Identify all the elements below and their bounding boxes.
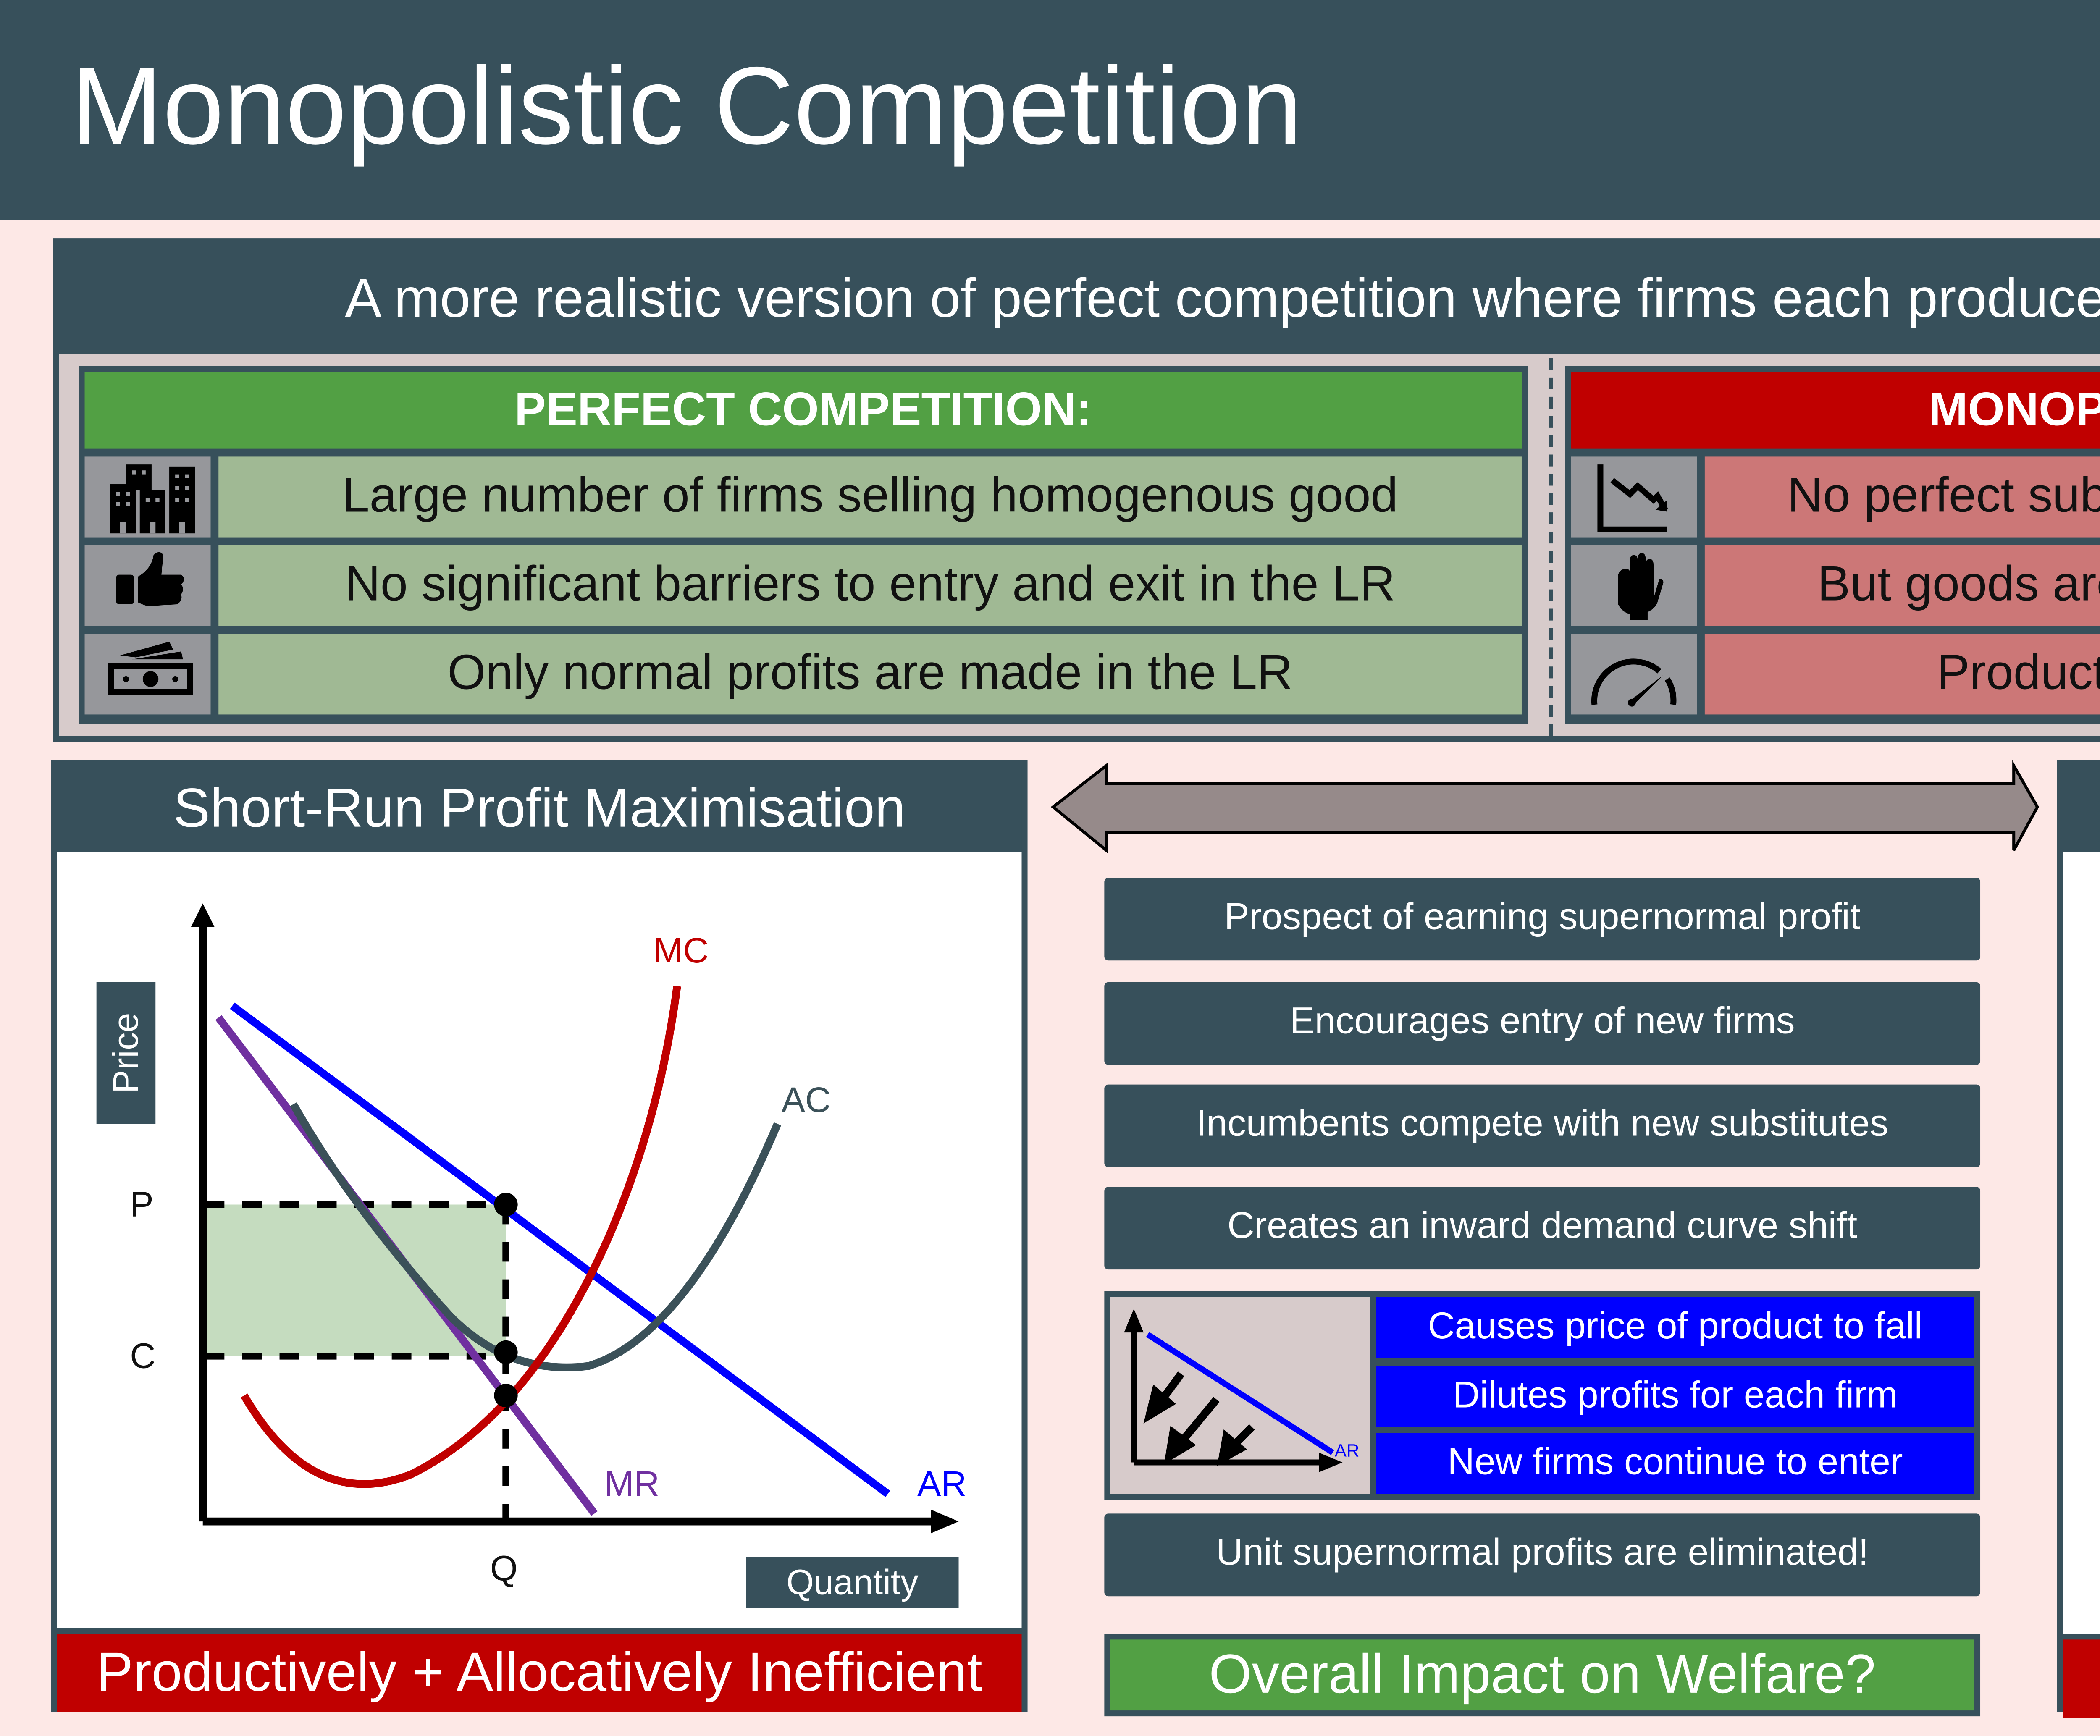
monopolistic-competition-table: MONOPOLISTIC COMPETITION: No perfect sub… bbox=[1565, 366, 2100, 724]
perfect-competition-heading: PERFECT COMPETITION: bbox=[84, 372, 1522, 449]
long-run-footer: Productively + Allocatively Inefficient bbox=[2063, 1634, 2100, 1718]
step-2: Encourages entry of new firms bbox=[1104, 982, 1981, 1065]
double-arrow-icon bbox=[1050, 760, 2039, 854]
step-4: Creates an inward demand curve shift bbox=[1104, 1187, 1981, 1270]
ac-label: AC bbox=[781, 1080, 831, 1120]
mc-row-3: Productively and allocatively inefficien… bbox=[1704, 634, 2100, 715]
pc-row-3: Only normal profits are made in the LR bbox=[218, 634, 1522, 715]
effect-1: Causes price of product to fall bbox=[1376, 1297, 1974, 1358]
declining-chart-icon bbox=[1571, 456, 1697, 538]
mc-row-1: No perfect substitutes – downward slopin… bbox=[1704, 456, 2100, 538]
y-axis-label: Price bbox=[96, 982, 156, 1124]
effect-3: New firms continue to enter bbox=[1376, 1433, 1974, 1494]
effect-2: Dilutes profits for each firm bbox=[1376, 1366, 1974, 1427]
intro-summary: A more realistic version of perfect comp… bbox=[59, 244, 2100, 354]
quantity-q-label: Q bbox=[490, 1549, 518, 1589]
pc-row-2: No significant barriers to entry and exi… bbox=[218, 545, 1522, 626]
long-run-panel: Long-Run Profit Maximisation Price Quant… bbox=[2057, 760, 2100, 1718]
mc-label: MC bbox=[654, 931, 709, 970]
welfare-question-box: Overall Impact on Welfare? bbox=[1104, 1634, 1981, 1717]
long-run-chart bbox=[2063, 766, 2100, 1612]
step-3: Incumbents compete with new substitutes bbox=[1104, 1084, 1981, 1167]
thumbs-up-icon bbox=[84, 545, 211, 626]
result-box: Unit supernormal profits are eliminated! bbox=[1104, 1513, 1981, 1597]
x-axis-label: Quantity bbox=[746, 1557, 959, 1608]
intro-section: A more realistic version of perfect comp… bbox=[53, 238, 2100, 742]
welfare-question: Overall Impact on Welfare? bbox=[1110, 1639, 1974, 1711]
buildings-icon bbox=[84, 456, 211, 538]
page-title: Monopolistic Competition bbox=[71, 43, 1302, 168]
mini-ar-label: AR bbox=[1334, 1440, 1360, 1461]
short-run-chart bbox=[191, 903, 959, 1534]
cost-c-label: C bbox=[130, 1336, 156, 1376]
mr-label: MR bbox=[604, 1464, 660, 1504]
short-run-panel: Short-Run Profit Maximisation Price Quan… bbox=[51, 760, 1028, 1712]
mc-row-2: But goods are imperfect substitutes – co… bbox=[1704, 545, 2100, 626]
step-1: Prospect of earning supernormal profit bbox=[1104, 878, 1981, 961]
dashed-divider bbox=[1549, 358, 1553, 736]
money-icon bbox=[84, 634, 211, 715]
demand-shift-mini-chart: AR bbox=[1110, 1297, 1370, 1494]
price-p-label: P bbox=[130, 1185, 154, 1225]
long-run-title: Long-Run Profit Maximisation bbox=[2063, 766, 2100, 852]
header-bar bbox=[0, 0, 2100, 220]
short-run-title: Short-Run Profit Maximisation bbox=[57, 766, 1022, 852]
ar-label: AR bbox=[917, 1464, 967, 1504]
short-run-footer: Productively + Allocatively Inefficient bbox=[57, 1628, 1022, 1712]
effects-box: AR Causes price of product to fall Dilut… bbox=[1104, 1291, 1981, 1500]
monopolistic-competition-heading: MONOPOLISTIC COMPETITION: bbox=[1571, 372, 2100, 449]
stop-hand-icon bbox=[1571, 545, 1697, 626]
speedometer-icon bbox=[1571, 634, 1697, 715]
pc-row-1: Large number of firms selling homogenous… bbox=[218, 456, 1522, 538]
perfect-competition-table: PERFECT COMPETITION: bbox=[79, 366, 1528, 724]
